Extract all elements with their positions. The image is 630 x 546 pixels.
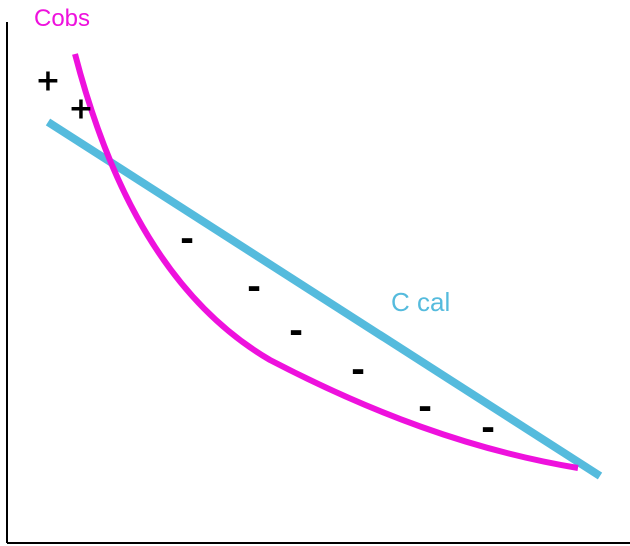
positive-sign: + [68,92,93,127]
observed-curve [72,53,579,471]
negative-sign: - [289,312,303,352]
negative-sign: - [180,220,194,260]
negative-sign: - [481,409,495,449]
negative-sign: - [247,268,261,308]
calculated-label: C cal [391,287,450,317]
observed-label: Cobs [34,5,90,32]
calculated-line [45,118,603,480]
positive-sign: + [35,64,60,99]
negative-sign: - [418,388,432,428]
negative-sign: - [351,351,365,391]
